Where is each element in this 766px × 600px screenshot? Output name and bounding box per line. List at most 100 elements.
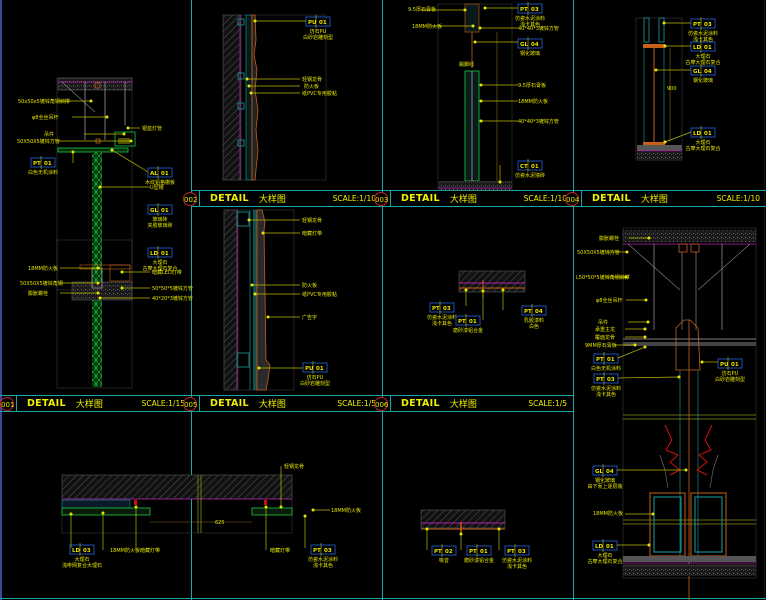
panel-number-bubble: 002: [183, 191, 197, 206]
leader-arrow: [483, 6, 487, 10]
leader-arrow: [643, 335, 647, 339]
material-desc: 钢化玻璃: [693, 77, 713, 84]
leader-arrow: [247, 84, 251, 88]
panel-scale: SCALE:1/5: [528, 399, 567, 408]
panel-number-bubble: 001: [0, 396, 14, 411]
panel-number-bubble: 006: [374, 396, 388, 411]
panel-title-cn: 大样图: [449, 400, 477, 410]
titlebar-separator: [390, 396, 391, 411]
callout-label: 50X50X5镀锌方管: [577, 249, 620, 256]
leader-arrow: [663, 140, 667, 144]
material-code: LD: [693, 131, 702, 137]
callout-label: 纸PVC专用胶粘: [302, 90, 337, 97]
leader-arrow: [644, 298, 648, 302]
callout-label: 覆面龙骨: [595, 334, 615, 341]
detail-002-drawing: [222, 14, 327, 181]
callout-label: 50X50X5镀锌方管: [17, 138, 60, 145]
material-desc: 白色无机涂料: [28, 169, 58, 176]
leader-arrow: [98, 296, 102, 300]
callout-label: 625: [215, 520, 225, 526]
titlebar-separator: [390, 191, 391, 206]
material-number: 03: [443, 306, 451, 312]
material-tag-box: [690, 65, 716, 76]
grid-divider-v2: [382, 0, 383, 600]
material-number: 01: [161, 171, 169, 177]
callout-label: 轻钢龙骨: [302, 76, 322, 83]
panel-title-cn: 大样图: [75, 400, 103, 410]
leader-arrow: [473, 40, 477, 44]
leader-arrow: [250, 283, 254, 287]
material-code: PT: [469, 549, 477, 555]
leader-arrow: [69, 512, 73, 516]
callout-label: 暗藏灯带: [302, 230, 322, 237]
callout-label: 踢脚线: [459, 61, 474, 68]
panel-title: DETAIL: [27, 398, 66, 409]
material-code: GL: [595, 469, 604, 475]
material-number: 04: [606, 469, 614, 475]
grid-divider-v1: [191, 0, 192, 600]
material-desc: 浅卡其色: [596, 391, 616, 398]
material-code: AL: [150, 171, 158, 177]
material-tag-box: [593, 353, 619, 364]
panel-scale: SCALE:1/10: [523, 194, 567, 203]
material-desc: 仿瓷水泥涂料: [308, 556, 338, 563]
material-tag-box: [593, 373, 619, 384]
material-number: 01: [44, 161, 52, 167]
leader-arrow: [71, 150, 75, 154]
material-number: 02: [445, 549, 453, 555]
leader-arrow: [479, 119, 483, 123]
material-desc: 磨砂漆铝合金: [464, 557, 494, 564]
material-tag-box: [431, 545, 457, 556]
material-number: 04: [535, 309, 543, 315]
material-tag-box: [310, 544, 336, 555]
titlebar-separator: [16, 396, 17, 411]
leader-line: [617, 346, 646, 359]
material-tag-box: [466, 545, 492, 556]
panel-006-titlebar: 006 DETAIL 大样图 SCALE:1/5: [374, 395, 573, 412]
leader-arrow: [501, 288, 505, 292]
material-code: CT: [520, 164, 528, 170]
material-tag-box: [30, 157, 56, 168]
detail-003-drawing: [437, 3, 513, 191]
material-tag-box: [517, 3, 543, 14]
material-number: 03: [531, 7, 539, 13]
callout-label: 50x50x5镀锌角钢斜撑: [18, 98, 70, 105]
material-desc: 大理石: [695, 139, 710, 146]
leader-arrow: [643, 327, 647, 331]
material-desc: 白砂岩雕刻型: [715, 376, 745, 383]
panel-scale: SCALE:1/15: [141, 399, 185, 408]
leader-arrow: [463, 8, 467, 12]
panel-title: DETAIL: [401, 193, 440, 204]
material-desc: 仿瓷水泥墙砖: [515, 172, 545, 179]
leader-arrow: [89, 99, 93, 103]
titlebar-separator: [581, 191, 582, 206]
leader-arrow: [247, 218, 251, 222]
leader-arrow: [126, 126, 130, 130]
material-tag-box: [592, 540, 618, 551]
material-desc: 大理石: [695, 53, 710, 60]
material-tag-box: [455, 315, 481, 326]
grid-divider-bottom: [0, 598, 766, 599]
material-tag-box: [302, 362, 328, 373]
leader-arrow: [257, 366, 261, 370]
panel-title-cn: 大样图: [258, 400, 286, 410]
material-code: PU: [305, 366, 314, 372]
panel-number-bubble: 004: [565, 191, 579, 206]
material-code: PU: [720, 362, 729, 368]
leader-arrow: [120, 286, 124, 290]
material-tag-box: [690, 18, 716, 29]
leader-arrow: [479, 99, 483, 103]
leader-arrow: [261, 231, 265, 235]
callout-label: 吊件: [44, 131, 54, 138]
callout-label: 18MM防火板: [593, 510, 623, 517]
panel-title: DETAIL: [592, 193, 631, 204]
panel-number-bubble: 003: [374, 191, 388, 206]
leader-arrow: [105, 115, 109, 119]
leader-arrow: [253, 19, 257, 23]
detail-008-drawing: [61, 474, 293, 534]
leader-arrow: [249, 91, 253, 95]
panel-title: DETAIL: [210, 398, 249, 409]
material-number: 01: [469, 319, 477, 325]
